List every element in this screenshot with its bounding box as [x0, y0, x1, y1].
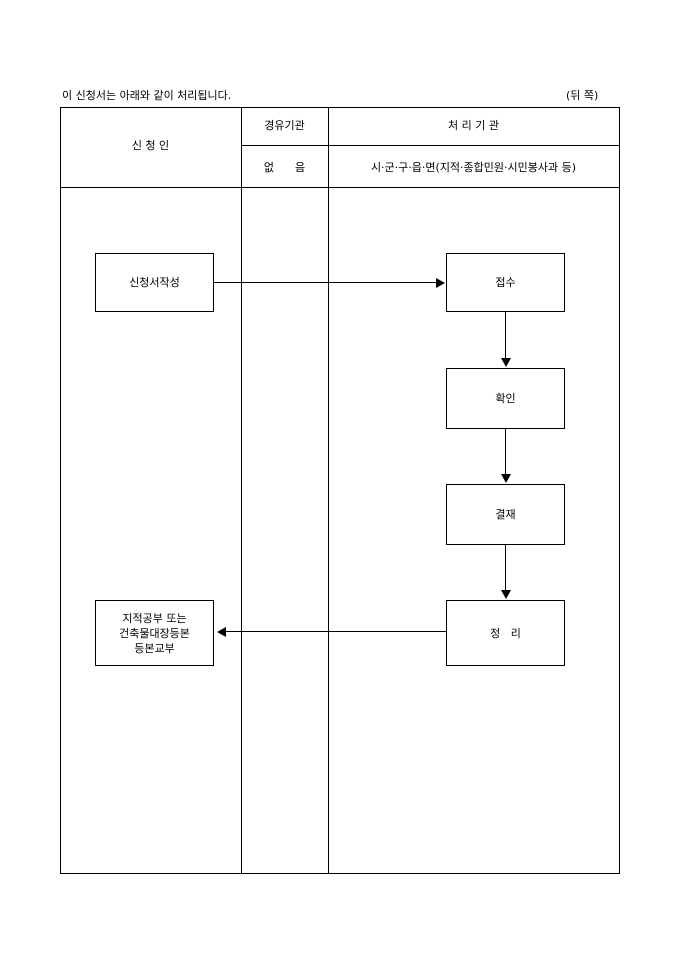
header-via-agency: 경유기관: [264, 119, 305, 132]
flow-box-receive: 접수: [446, 253, 565, 312]
column-divider-2: [328, 107, 329, 873]
flow-box-issue-line-3: 등본교부: [134, 641, 175, 655]
table-header-bottom-border: [60, 187, 620, 188]
flow-box-issue: 지적공부 또는 건축물대장등본 등본교부: [95, 600, 214, 666]
arrow-line-to-receive: [213, 282, 436, 283]
arrow-left-icon: [217, 627, 226, 637]
table-right-border: [619, 107, 620, 873]
flow-box-write-application-label: 신청서작성: [129, 276, 180, 289]
flow-box-approve-label: 결재: [495, 508, 516, 521]
arrow-down-icon: [501, 474, 511, 483]
flow-box-confirm-label: 확인: [495, 392, 516, 405]
intro-text: 이 신청서는 아래와 같이 처리됩니다.: [62, 89, 232, 102]
flow-box-confirm: 확인: [446, 368, 565, 429]
flow-box-organize-label: 정 리: [490, 626, 521, 640]
flow-box-receive-label: 접수: [495, 276, 516, 289]
header-via-none: 없 음: [263, 161, 306, 174]
arrow-line-to-confirm: [505, 311, 506, 358]
arrow-line-to-approve: [505, 428, 506, 474]
table-top-border: [60, 107, 620, 108]
page-side-label: (뒤 쪽): [566, 89, 599, 102]
arrow-line-to-issue: [226, 631, 446, 632]
flow-box-issue-line-1: 지적공부 또는: [122, 611, 187, 625]
flow-box-organize: 정 리: [446, 600, 565, 666]
header-processing-agency: 처 리 기 관: [448, 119, 499, 132]
table-mid-border: [241, 145, 620, 146]
header-applicant: 신 청 인: [131, 139, 170, 152]
arrow-line-to-organize: [505, 544, 506, 590]
table-bottom-border: [60, 873, 620, 874]
column-divider-1: [241, 107, 242, 873]
arrow-right-icon: [436, 278, 445, 288]
arrow-down-icon: [501, 590, 511, 599]
header-processing-detail: 시·군·구·읍·면(지적·종합민원·시민봉사과 등): [370, 161, 577, 174]
table-left-border: [60, 107, 61, 873]
arrow-down-icon: [501, 358, 511, 367]
flow-box-approve: 결재: [446, 484, 565, 545]
flow-box-issue-line-2: 건축물대장등본: [119, 626, 190, 640]
flow-box-write-application: 신청서작성: [95, 253, 214, 312]
